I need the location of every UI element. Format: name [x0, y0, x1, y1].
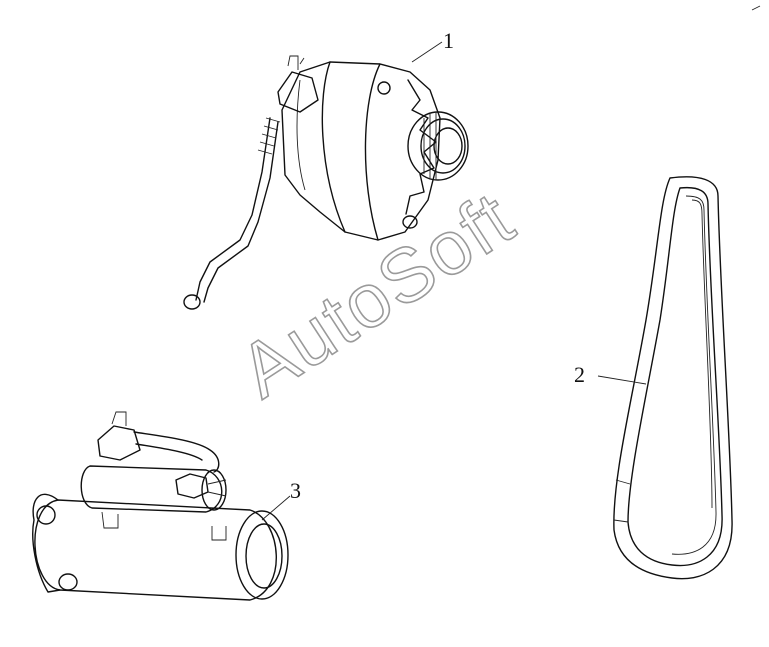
leader-line-2: [597, 375, 647, 385]
callout-label-1: 1: [443, 28, 454, 53]
callout-2: 2: [574, 362, 647, 387]
callout-1: 1: [411, 28, 454, 63]
callout-label-3: 3: [290, 478, 301, 503]
callout-label-2: 2: [574, 362, 585, 387]
starter-drawing: [32, 411, 289, 601]
belt-drawing: [613, 176, 733, 580]
alternator-drawing: [183, 55, 469, 310]
corner-mark: [751, 5, 761, 11]
leader-line-3: [261, 495, 291, 521]
leader-line-1: [411, 41, 443, 63]
watermark: AutoSoft: [225, 175, 529, 414]
callout-3: 3: [261, 478, 301, 521]
